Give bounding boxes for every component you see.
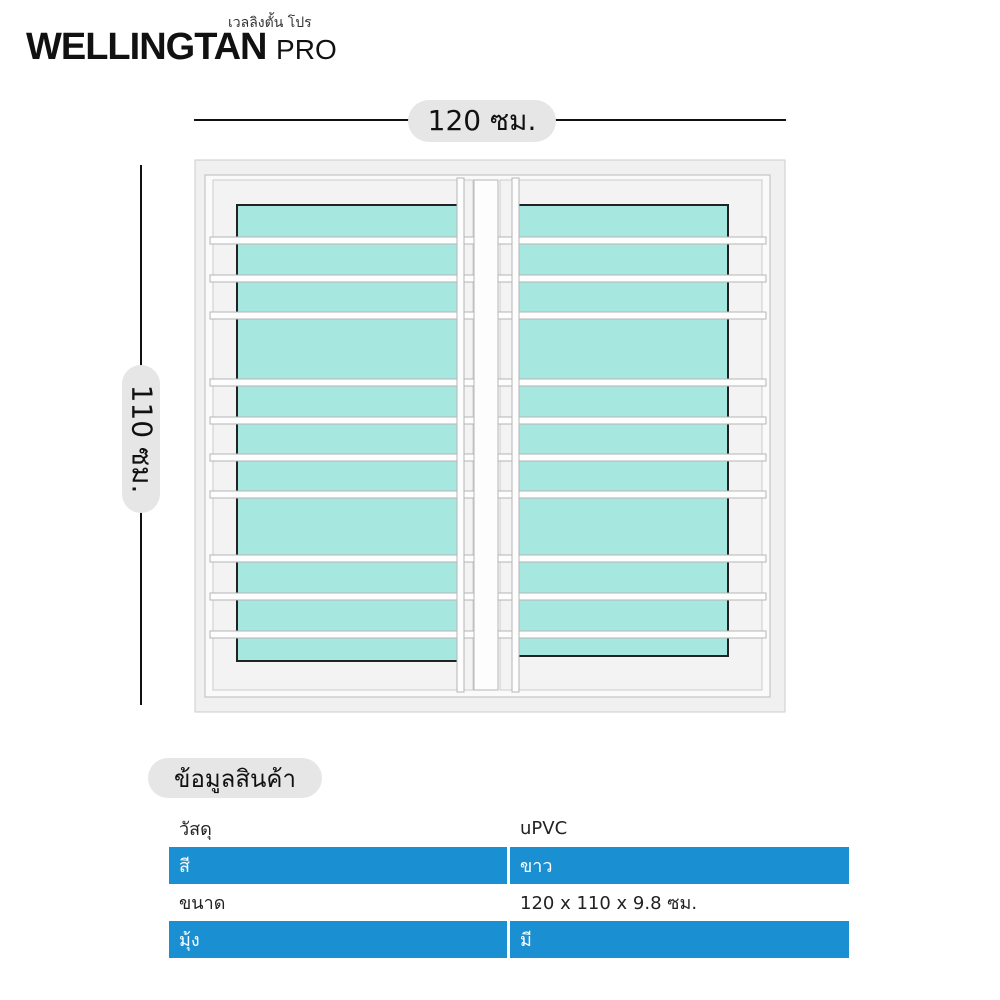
width-text: 120 ซม.	[427, 104, 537, 137]
width-label: 120 ซม.	[408, 100, 556, 142]
row-value: มี	[510, 921, 849, 958]
brand-logo: WELLINGTAN PRO	[26, 26, 337, 69]
product-info-title: ข้อมูลสินค้า	[148, 758, 322, 798]
brand-name: WELLINGTAN	[26, 26, 267, 68]
row-label: มุ้ง	[169, 921, 507, 958]
grille-bar-vertical	[456, 177, 465, 693]
row-value: uPVC	[520, 818, 568, 839]
window-illustration	[194, 159, 786, 713]
brand-suffix: PRO	[276, 34, 337, 65]
center-mullion	[473, 179, 499, 691]
brand-thai-name: เวลลิงตั้น โปร	[228, 15, 312, 31]
table-row: ขนาด 120 x 110 x 9.8 ซม.	[169, 884, 849, 921]
security-grille	[209, 177, 767, 693]
table-row: มุ้งมี	[169, 921, 849, 958]
row-label: ขนาด	[179, 893, 226, 914]
table-row: สีขาว	[169, 847, 849, 884]
height-label: 110 ซม.	[122, 365, 160, 513]
right-glass	[514, 204, 729, 657]
row-value: ขาว	[510, 847, 849, 884]
row-label: วัสดุ	[179, 819, 212, 840]
row-label: สี	[169, 847, 507, 884]
table-row: วัสดุ uPVC	[169, 810, 849, 847]
grille-bar-vertical	[511, 177, 520, 693]
product-info-title-text: ข้อมูลสินค้า	[174, 764, 296, 793]
row-value: 120 x 110 x 9.8 ซม.	[520, 893, 698, 914]
